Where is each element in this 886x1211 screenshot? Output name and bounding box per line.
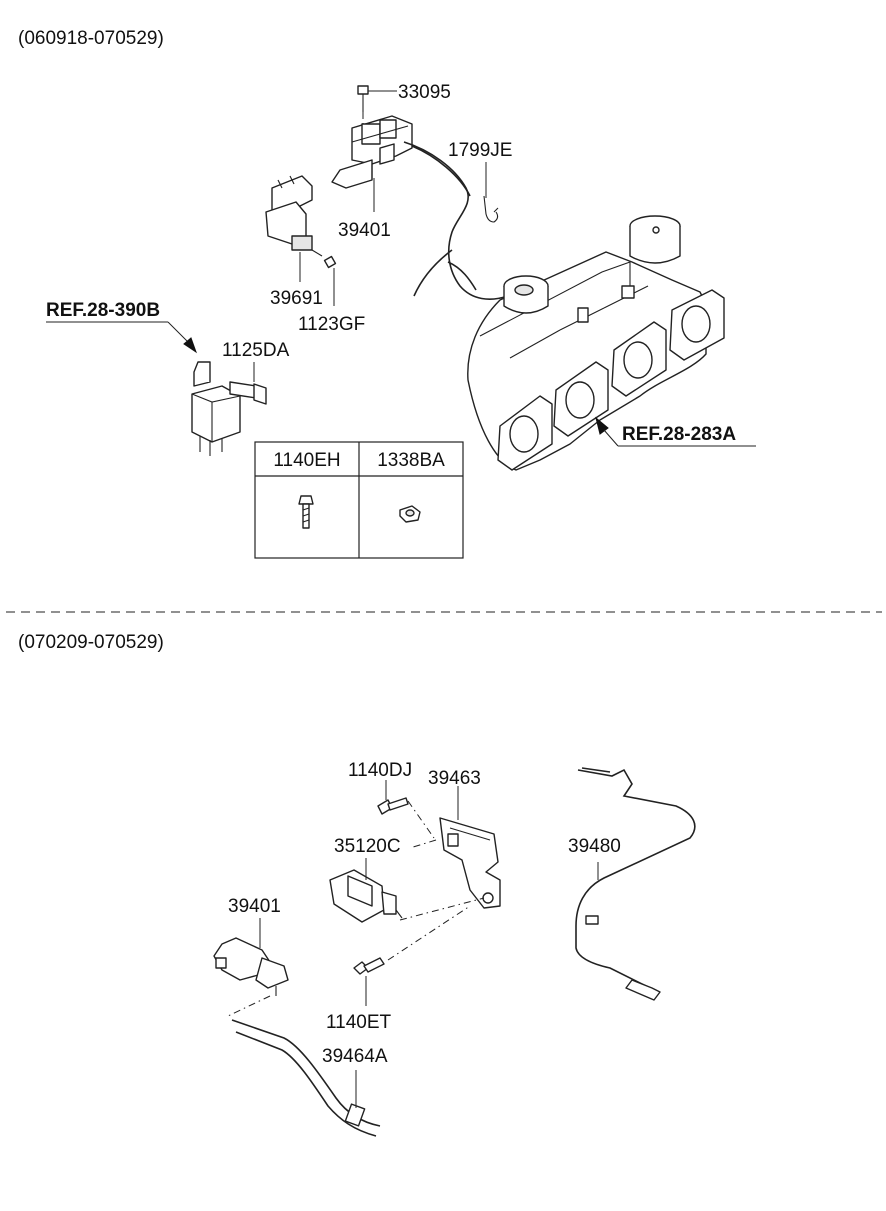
bracket-39463-icon bbox=[439, 817, 501, 909]
vacuum-solenoid-bracket-icon bbox=[331, 115, 413, 189]
part-label-1123gf: 1123GF bbox=[298, 314, 365, 335]
bolt-33095-icon bbox=[357, 85, 369, 130]
fastener-header-1140eh: 1140EH bbox=[273, 450, 340, 471]
part-label-39401-top: 39401 bbox=[338, 220, 391, 241]
sensor-39691-icon bbox=[265, 175, 313, 251]
hose-39464a-icon bbox=[231, 1019, 381, 1137]
clip-1799je-icon bbox=[483, 195, 499, 223]
bolt-1125da-icon bbox=[229, 381, 267, 405]
part-label-35120c: 35120C bbox=[334, 836, 401, 857]
bolt-1123gf-icon bbox=[311, 249, 337, 269]
part-label-1140dj: 1140DJ bbox=[348, 760, 412, 781]
ref-label-283a: REF.28-283A bbox=[622, 424, 736, 445]
ref-arrow-390b bbox=[183, 337, 197, 354]
nut-1338ba-icon bbox=[399, 505, 421, 523]
bolt-1140et-icon bbox=[353, 957, 385, 975]
solenoid-35120c-icon bbox=[329, 869, 403, 923]
fastener-header-1338ba: 1338BA bbox=[377, 450, 445, 471]
part-label-33095: 33095 bbox=[398, 82, 451, 103]
part-label-39480: 39480 bbox=[568, 836, 621, 857]
vacuum-line-39480-icon bbox=[575, 767, 696, 1001]
part-label-39463: 39463 bbox=[428, 768, 481, 789]
section-range-bottom: (070209-070529) bbox=[18, 632, 164, 653]
bolt-1140dj-icon bbox=[377, 797, 435, 839]
part-label-1125da: 1125DA bbox=[222, 340, 290, 361]
relay-1125da-icon bbox=[191, 361, 241, 456]
intake-manifold-icon bbox=[467, 215, 725, 471]
bolt-1140eh-icon bbox=[298, 495, 314, 529]
part-label-1140et: 1140ET bbox=[326, 1012, 392, 1033]
ref-arrow-283a bbox=[595, 416, 609, 435]
ref-label-390b: REF.28-390B bbox=[46, 300, 160, 321]
part-label-39401-bottom: 39401 bbox=[228, 896, 281, 917]
part-label-1799je: 1799JE bbox=[448, 140, 512, 161]
solenoid-39401-bottom-icon bbox=[213, 937, 289, 996]
part-label-39464a: 39464A bbox=[322, 1046, 388, 1067]
wiring-harness bbox=[403, 141, 509, 300]
part-label-39691: 39691 bbox=[270, 288, 323, 309]
section-range-top: (060918-070529) bbox=[18, 28, 164, 49]
fastener-table bbox=[254, 441, 464, 559]
